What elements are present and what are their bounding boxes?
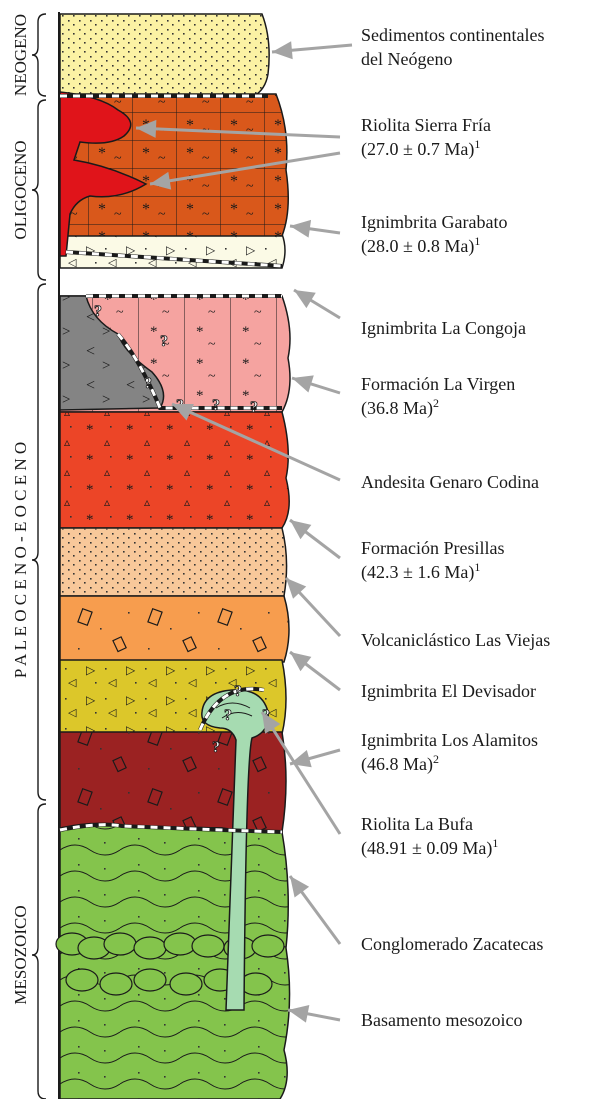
arrow-ignimbrita-la-congoja-0-head — [294, 290, 316, 308]
labels-group: Sedimentos continentales del NeógenoRioli… — [361, 25, 550, 1030]
boulder-11 — [170, 973, 202, 995]
layer-sedimentos-texture — [60, 14, 269, 98]
label-ignimbrita-los-alamitos-line-0: Ignimbrita Los Alamitos — [361, 730, 538, 750]
label-formacion-la-virgen-line-0: Formación La Virgen — [361, 374, 515, 394]
layer-los-alamitos-texture — [60, 732, 286, 832]
era-label-mesozoico: MESOZOICO — [11, 905, 30, 1004]
question-mark-1: ? — [160, 333, 168, 350]
question-mark-0: ? — [94, 303, 102, 320]
boulder-7 — [252, 935, 284, 957]
boulder-8 — [66, 969, 98, 991]
layer-presillas-texture — [60, 528, 287, 596]
label-formacion-la-virgen-superscript: 2 — [433, 396, 439, 410]
label-ignimbrita-la-congoja-line-0: Ignimbrita La Congoja — [361, 318, 526, 338]
question-mark-5: ? — [250, 399, 258, 416]
layers-group: ?????????? — [56, 14, 290, 1099]
label-riolita-sierra-fria-line-0: Riolita Sierra Fría — [361, 115, 491, 135]
label-ignimbrita-garabato-superscript: 1 — [474, 234, 480, 248]
label-ignimbrita-los-alamitos-superscript: 2 — [433, 752, 439, 766]
label-ignimbrita-garabato-line-0: Ignimbrita Garabato — [361, 212, 507, 232]
era-label-neogeno: NEOGENO — [11, 14, 30, 96]
label-ignimbrita-el-devisador-line-0: Ignimbrita El Devisador — [361, 681, 536, 701]
layer-las-viejas-texture — [60, 596, 289, 662]
era-bracket-oligoceno — [32, 100, 46, 280]
layer-red-ignimbrite-texture — [60, 412, 289, 528]
arrow-conglomerado-zacatecas-0-head — [290, 876, 309, 897]
boulder-2 — [104, 933, 136, 955]
eras-group: NEOGENO OLIGOCENO P A L E O C E N O - E O … — [11, 14, 46, 1099]
question-mark-8: ? — [212, 739, 220, 756]
layer-zacatecas-texture — [60, 823, 290, 1099]
label-formacion-presillas-line-0: Formación Presillas — [361, 538, 504, 558]
arrow-ignimbrita-el-devisador-0-head — [290, 652, 311, 671]
label-conglomerado-zacatecas-line-0: Conglomerado Zacatecas — [361, 934, 543, 954]
arrow-ignimbrita-garabato-0-head — [290, 220, 311, 238]
label-sedimentos-line-0: Sedimentos continentales — [361, 25, 544, 45]
arrow-basamento-mesozoico-0-head — [288, 1005, 309, 1023]
era-label-oligoceno: OLIGOCENO — [11, 140, 30, 239]
boulder-3 — [134, 937, 166, 959]
label-riolita-sierra-fria-superscript: 1 — [474, 137, 480, 151]
arrow-formacion-presillas-0-head — [290, 520, 311, 539]
era-bracket-neogeno — [32, 14, 46, 96]
label-sedimentos-line-1: del Neógeno — [361, 49, 452, 69]
question-mark-4: ? — [212, 397, 220, 414]
label-ignimbrita-los-alamitos-line-1: (46.8 Ma)2 — [361, 752, 439, 775]
era-label-paleoceno: P A L E O C E N O - E O C E N O — [11, 442, 30, 678]
label-ignimbrita-garabato-line-1: (28.0 ± 0.8 Ma)1 — [361, 234, 480, 257]
question-mark-2: ? — [144, 375, 152, 392]
arrow-formacion-la-virgen-0-head — [292, 375, 314, 392]
label-formacion-la-virgen-line-1: (36.8 Ma)2 — [361, 396, 439, 419]
label-basamento-mesozoico-line-0: Basamento mesozoico — [361, 1010, 522, 1030]
label-riolita-la-bufa-line-1: (48.91 ± 0.09 Ma)1 — [361, 836, 498, 859]
label-riolita-sierra-fria-line-1: (27.0 ± 0.7 Ma)1 — [361, 137, 480, 160]
question-mark-7: ? — [224, 707, 232, 724]
label-riolita-la-bufa-line-0: Riolita La Bufa — [361, 814, 473, 834]
era-bracket-paleoceno — [32, 284, 46, 800]
boulder-5 — [192, 935, 224, 957]
question-mark-6: ? — [234, 683, 242, 700]
label-andesita-genaro-codina-line-0: Andesita Genaro Codina — [361, 472, 539, 492]
label-formacion-presillas-superscript: 1 — [474, 560, 480, 574]
boulder-9 — [100, 973, 132, 995]
boulder-10 — [134, 969, 166, 991]
era-bracket-mesozoico — [32, 804, 46, 1099]
boulder-4 — [164, 933, 196, 955]
label-formacion-presillas-line-1: (42.3 ± 1.6 Ma)1 — [361, 560, 480, 583]
label-riolita-la-bufa-superscript: 1 — [492, 836, 498, 850]
label-volcaniclastico-las-viejas-line-0: Volcaniclástico Las Viejas — [361, 630, 550, 650]
